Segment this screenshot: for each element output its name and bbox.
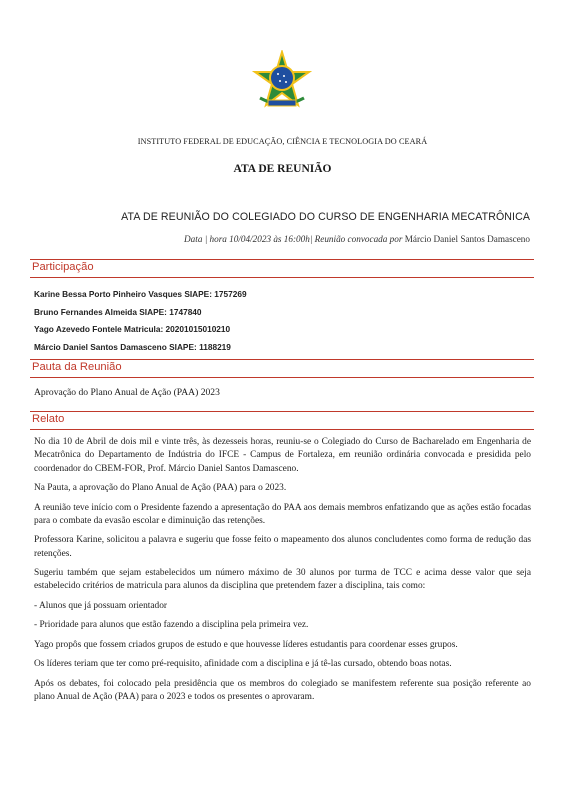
participant-item: Karine Bessa Porto Pinheiro Vasques SIAP… (34, 289, 247, 299)
section-participacao: Participação (30, 259, 534, 278)
participant-item: Yago Azevedo Fontele Matricula: 20201015… (34, 324, 231, 334)
meeting-title: ATA DE REUNIÃO DO COLEGIADO DO CURSO DE … (121, 211, 530, 223)
report-paragraph: - Alunos que já possuam orientador (34, 600, 168, 611)
section-relato: Relato (30, 411, 534, 430)
participant-item: Márcio Daniel Santos Damasceno SIAPE: 11… (34, 341, 231, 352)
report-paragraph: Na Pauta, a aprovação do Plano Anual de … (34, 483, 287, 494)
report-paragraph: - Prioridade para alunos que estão fazen… (34, 620, 309, 631)
report-paragraph: Após os debates, foi colocado pela presi… (34, 678, 531, 703)
document-title: ATA DE REUNIÃO (233, 163, 332, 175)
report-body: No dia 10 de Abril de dois mil e vinte t… (34, 436, 531, 711)
report-paragraph: Sugeriu também que sejam estabelecidos u… (34, 568, 531, 592)
report-paragraph: A reunião teve início com o Presidente f… (34, 502, 531, 526)
report-paragraph: Professora Karine, solicitou a palavra e… (34, 535, 531, 559)
meeting-convener: Márcio Daniel Santos Damasceno (404, 234, 530, 244)
meeting-meta-label: Data | hora 10/04/2023 às 16:00h| Reuniã… (184, 234, 403, 244)
agenda-item: Aprovação do Plano Anual de Ação (PAA) 2… (34, 387, 220, 398)
institute-name: INSTITUTO FEDERAL DE EDUCAÇÃO, CIÊNCIA E… (137, 137, 428, 146)
brazil-coat-of-arms-icon (251, 50, 313, 108)
section-header-pauta: Pauta da Reunião (30, 359, 534, 378)
report-paragraph: No dia 10 de Abril de dois mil e vinte t… (34, 437, 531, 474)
report-paragraph: Yago propôs que fossem criados grupos de… (34, 639, 458, 650)
participant-list: Karine Bessa Porto Pinheiro Vasques SIAP… (34, 286, 247, 356)
participant-item: Bruno Fernandes Almeida SIAPE: 1747840 (34, 306, 202, 317)
meeting-meta: Data | hora 10/04/2023 às 16:00h| Reuniã… (184, 234, 530, 244)
report-paragraph: Os líderes teriam que ter como pré-requi… (34, 659, 452, 670)
section-header-participacao: Participação (30, 259, 534, 278)
section-header-relato: Relato (30, 411, 534, 430)
section-pauta: Pauta da Reunião (30, 359, 534, 378)
